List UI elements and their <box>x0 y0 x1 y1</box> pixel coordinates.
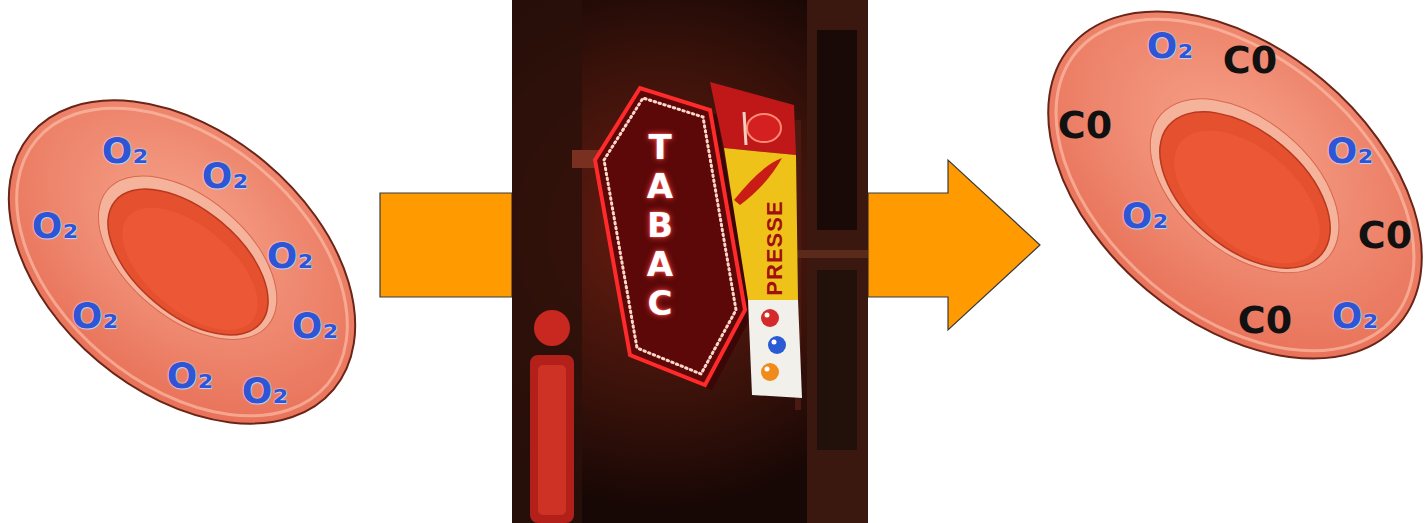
sign-text: PRESSE <box>762 200 788 295</box>
sign-text: TABAC <box>643 128 677 323</box>
gas-label: O₂ <box>1327 130 1373 171</box>
gas-label: O₂ <box>242 370 288 411</box>
gas-label: O₂ <box>202 155 248 196</box>
gas-label: O₂ <box>1147 25 1193 66</box>
gas-label: C0 <box>1358 213 1412 257</box>
red-blood-cell: O₂O₂O₂O₂O₂O₂O₂O₂ <box>0 80 380 450</box>
tabac-photo <box>512 0 868 523</box>
gas-label: C0 <box>1058 103 1112 147</box>
gas-label: O₂ <box>1332 295 1378 336</box>
gas-label: O₂ <box>1122 195 1168 236</box>
gas-label: O₂ <box>32 205 78 246</box>
gas-label: O₂ <box>72 295 118 336</box>
gas-label: O₂ <box>167 355 213 396</box>
red-blood-cell: O₂C0C0O₂O₂C0C0O₂ <box>1040 0 1427 400</box>
gas-label: O₂ <box>102 130 148 171</box>
gas-label: O₂ <box>292 305 338 346</box>
tabac-sign-photo: TABAC PRESSE <box>512 0 868 523</box>
gas-label: C0 <box>1223 38 1277 82</box>
orange-arrow <box>868 160 1040 330</box>
gas-label: O₂ <box>267 235 313 276</box>
orange-arrow <box>380 193 512 297</box>
gas-label: C0 <box>1238 298 1292 342</box>
